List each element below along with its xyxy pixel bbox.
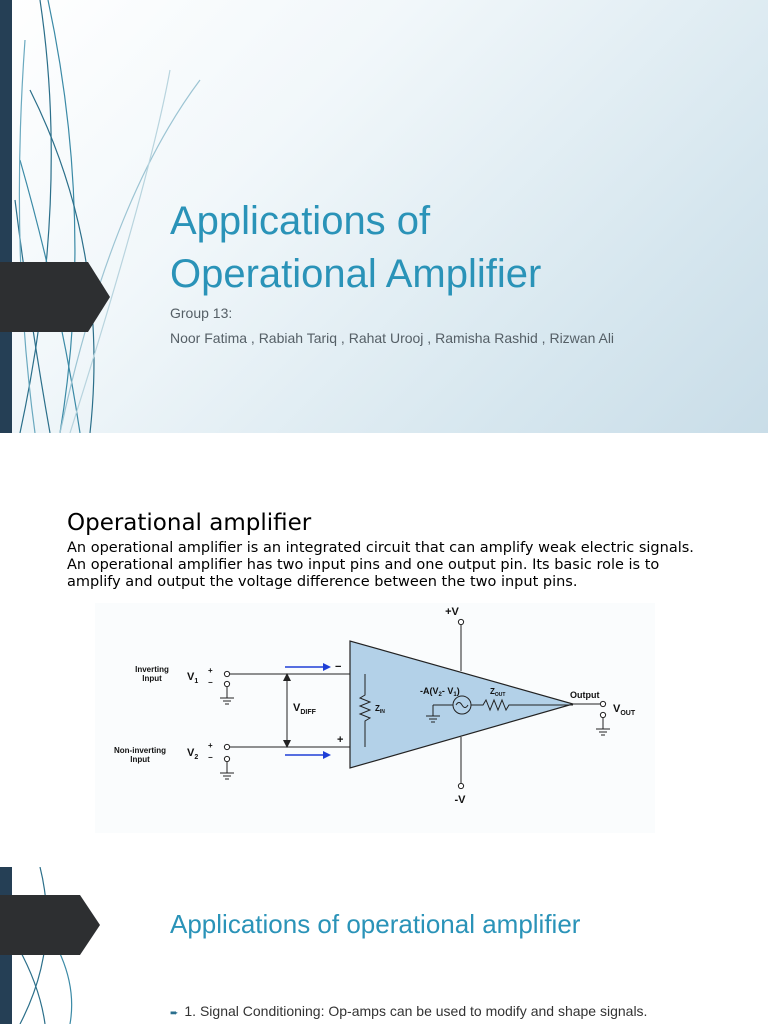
zin-resistor (358, 674, 372, 747)
minus-v-label: -V (455, 794, 467, 806)
output-label: Output (570, 690, 600, 700)
slide-body: An operational amplifier is an integrate… (67, 540, 767, 591)
title-line-1: Applications of (170, 199, 431, 243)
vdiff-arrow-bottom (283, 740, 291, 748)
vout-label: VOUT (613, 703, 636, 717)
noninverting-arrowhead (323, 751, 331, 759)
noninverting-label-2: Input (130, 755, 150, 764)
minus-v-terminal (457, 782, 465, 790)
ac-wave (455, 702, 469, 708)
body-line-1: An operational amplifier is an integrate… (67, 540, 694, 556)
bullet-text: 1. Signal Conditioning: Op-amps can be u… (184, 1003, 648, 1019)
arrow-tab-icon (0, 895, 100, 955)
vout-ground-terminal (599, 711, 607, 719)
zout-label: ZOUT (490, 687, 505, 698)
zout-resistor (471, 698, 573, 712)
inverting-arrowhead (323, 663, 331, 671)
arrow-tab-icon (0, 262, 110, 332)
noninverting-label-1: Non-inverting (114, 746, 166, 755)
v2-minus: − (208, 753, 213, 762)
v2-ground-terminal (223, 755, 231, 763)
v2-terminal (223, 743, 231, 751)
arrow-bullet-icon: ➨ (170, 1008, 179, 1019)
noninverting-pin-sign: + (337, 734, 343, 746)
slide-heading: Operational amplifier (67, 510, 312, 536)
plus-v-label: +V (445, 606, 459, 618)
v2-label: V2 (187, 747, 198, 761)
authors-list: Noor Fatima , Rabiah Tariq , Rahat Urooj… (170, 330, 615, 346)
presentation-title: Applications of Operational Amplifier (170, 195, 750, 301)
applications-slide: Applications of operational amplifier ➨ 1… (0, 867, 768, 1024)
slide-heading: Applications of operational amplifier (170, 909, 581, 939)
opamp-circuit-diagram: +V -V Inverting Input V1 + − − Non-inver… (95, 603, 655, 833)
v2-plus: + (208, 741, 213, 750)
body-line-2: An operational amplifier has two input p… (67, 557, 660, 573)
v1-minus: − (208, 678, 213, 687)
inverting-label-2: Input (142, 674, 162, 683)
v1-label: V1 (187, 671, 198, 685)
vdiff-label: VDIFF (293, 702, 317, 716)
output-terminal (599, 700, 607, 708)
v1-terminal (223, 670, 231, 678)
inverting-pin-sign: − (335, 661, 341, 673)
decorative-curves (17, 867, 73, 1024)
plus-v-terminal (457, 618, 465, 626)
list-item: ➨ 1. Signal Conditioning: Op-amps can be … (170, 1003, 647, 1019)
title-line-2: Operational Amplifier (170, 252, 542, 296)
inverting-label-1: Inverting (135, 665, 169, 674)
vdiff-arrow-top (283, 673, 291, 681)
opamp-slide: Operational amplifier An operational amp… (0, 433, 768, 867)
group-label: Group 13: (170, 305, 233, 321)
v1-plus: + (208, 666, 213, 675)
side-bar (0, 0, 12, 433)
v1-ground-terminal (223, 680, 231, 688)
title-slide: Applications of Operational Amplifier Gr… (0, 0, 768, 433)
body-line-3: amplify and output the voltage differenc… (67, 574, 578, 590)
gain-label: -A(V2- V1) (420, 686, 460, 698)
zin-label: ZIN (375, 704, 385, 715)
